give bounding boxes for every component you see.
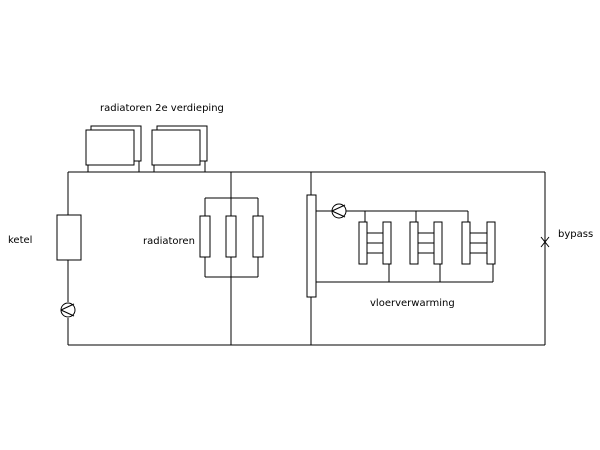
- floor-heating-label: vloerverwarming: [370, 298, 455, 309]
- upper-radiators-symbol: [85, 125, 208, 172]
- boiler-pump-icon: [60, 302, 76, 318]
- boiler-symbol: [56, 214, 82, 261]
- bypass-label: bypass: [558, 229, 593, 240]
- floor-heating-symbol: [306, 194, 496, 298]
- bypass-valve-icon: [540, 236, 550, 248]
- radiators-label: radiatoren: [143, 236, 195, 247]
- radiators-symbol: [199, 197, 264, 278]
- boiler-label: ketel: [8, 235, 32, 246]
- upper-radiators-label: radiatoren 2e verdieping: [100, 103, 224, 114]
